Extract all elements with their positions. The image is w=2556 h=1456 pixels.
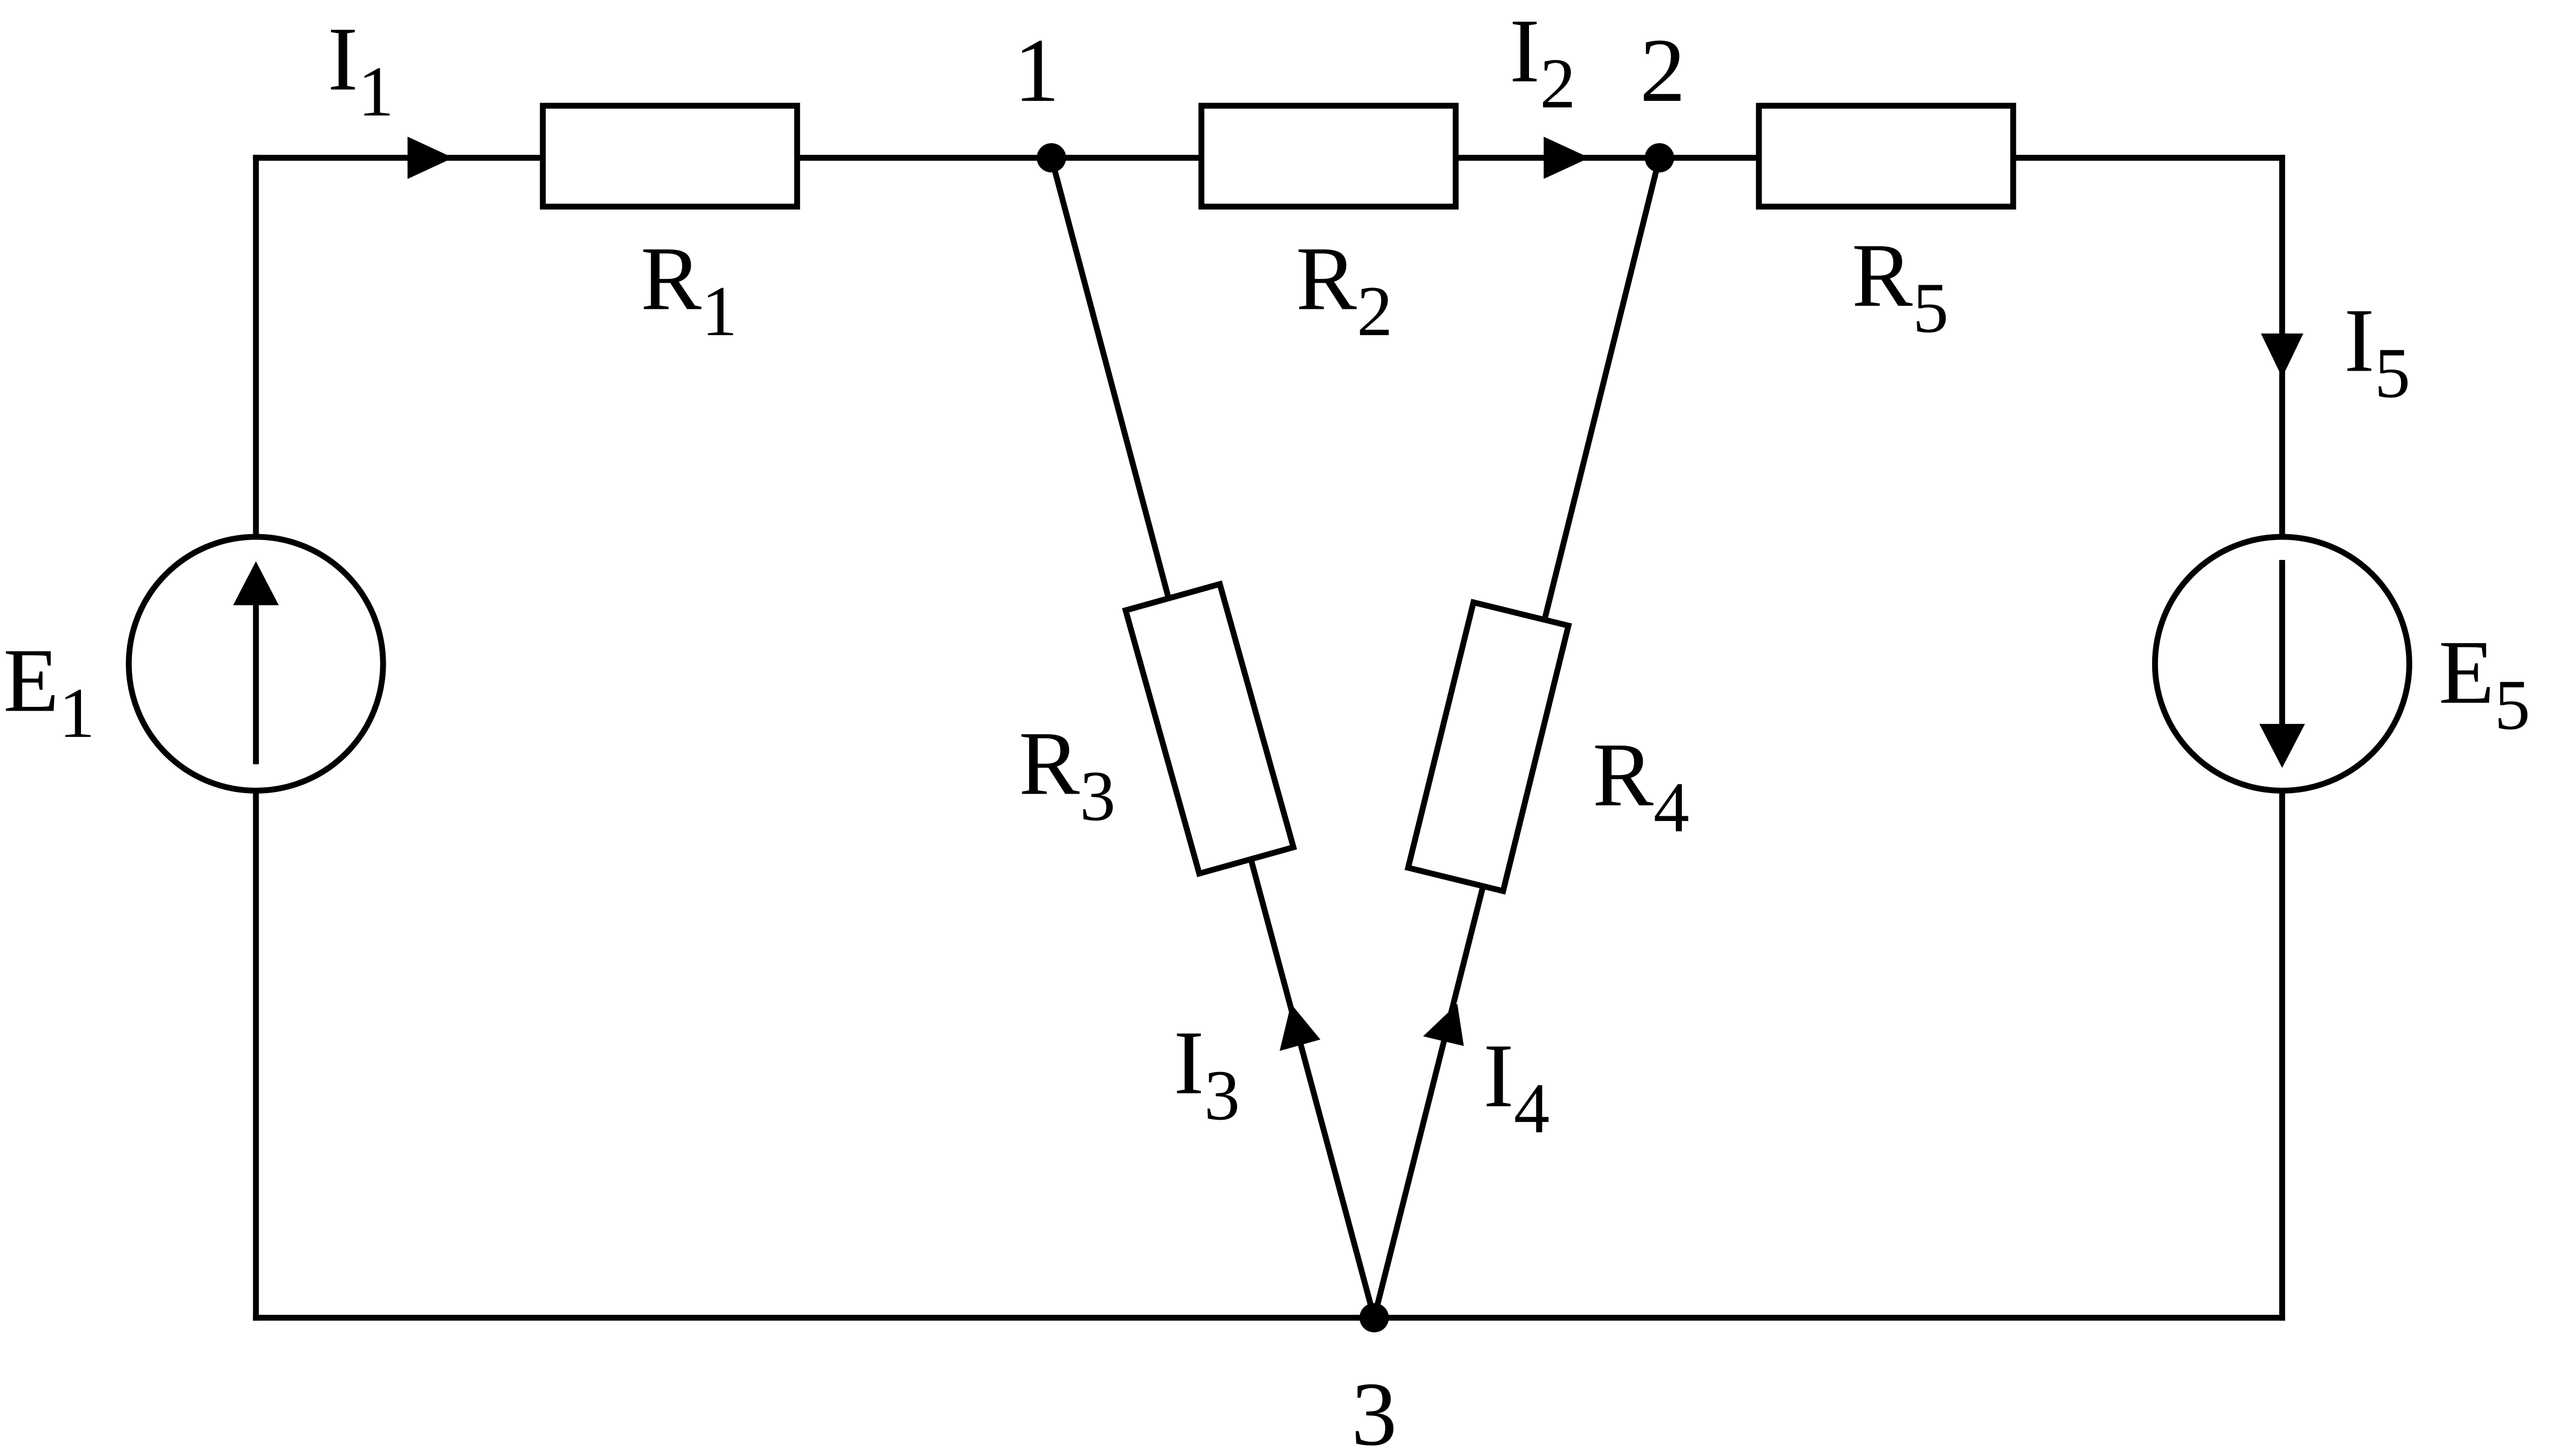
node-1-dot xyxy=(1037,143,1066,173)
node-3-dot xyxy=(1359,1303,1389,1333)
wire-node1-to-r3 xyxy=(1047,154,1174,609)
current-i2-arrow-icon xyxy=(1543,136,1590,179)
resistor-r5 xyxy=(1756,102,2016,210)
node-2-label: 2 xyxy=(1640,19,1686,121)
current-i5-arrow-icon xyxy=(2260,333,2303,378)
current-i1-label: I1 xyxy=(328,8,394,131)
junction-dots xyxy=(1037,143,1674,1333)
node-1-label: 1 xyxy=(1014,19,1060,121)
source-e5 xyxy=(2152,534,2412,794)
source-e1-label: E1 xyxy=(3,630,95,752)
current-i1-arrow-icon xyxy=(407,136,453,179)
resistor-r2 xyxy=(1198,102,1459,210)
wire-r4-to-node3 xyxy=(1370,868,1490,1321)
current-i5-label: I5 xyxy=(2344,290,2411,412)
source-e1 xyxy=(125,534,386,794)
node-2-dot xyxy=(1644,143,1674,173)
current-arrows xyxy=(407,136,2303,1051)
arrow-down-icon xyxy=(2259,723,2305,768)
resistor-r3-label: R3 xyxy=(1019,713,1116,836)
resistors xyxy=(540,102,2016,895)
wire-r3-to-node3 xyxy=(1245,847,1378,1321)
current-i2-label: I2 xyxy=(1510,0,1576,123)
wires xyxy=(253,154,2285,1321)
current-i4-label: I4 xyxy=(1483,1025,1550,1148)
resistor-r5-label: R5 xyxy=(1852,224,1948,347)
resistor-r4-label: R4 xyxy=(1593,724,1689,847)
resistor-r4 xyxy=(1405,598,1572,895)
resistor-r1-label: R1 xyxy=(641,228,737,351)
source-e5-label: E5 xyxy=(2439,622,2530,744)
labels: 1 2 3 I1 I2 I3 I4 I5 R1 R2 R3 R4 R5 E1 E… xyxy=(3,0,2530,1456)
sources xyxy=(125,534,2412,794)
current-i4-arrow-icon xyxy=(1423,1003,1464,1046)
current-i3-arrow-icon xyxy=(1280,1003,1321,1051)
resistor-r2-label: R2 xyxy=(1296,228,1392,351)
current-i3-label: I3 xyxy=(1173,1012,1240,1135)
node-3-label: 3 xyxy=(1351,1363,1397,1456)
resistor-r1 xyxy=(540,102,800,210)
wire-node2-to-r4 xyxy=(1540,154,1663,627)
resistor-r3 xyxy=(1122,580,1297,877)
arrow-up-icon xyxy=(233,561,279,605)
